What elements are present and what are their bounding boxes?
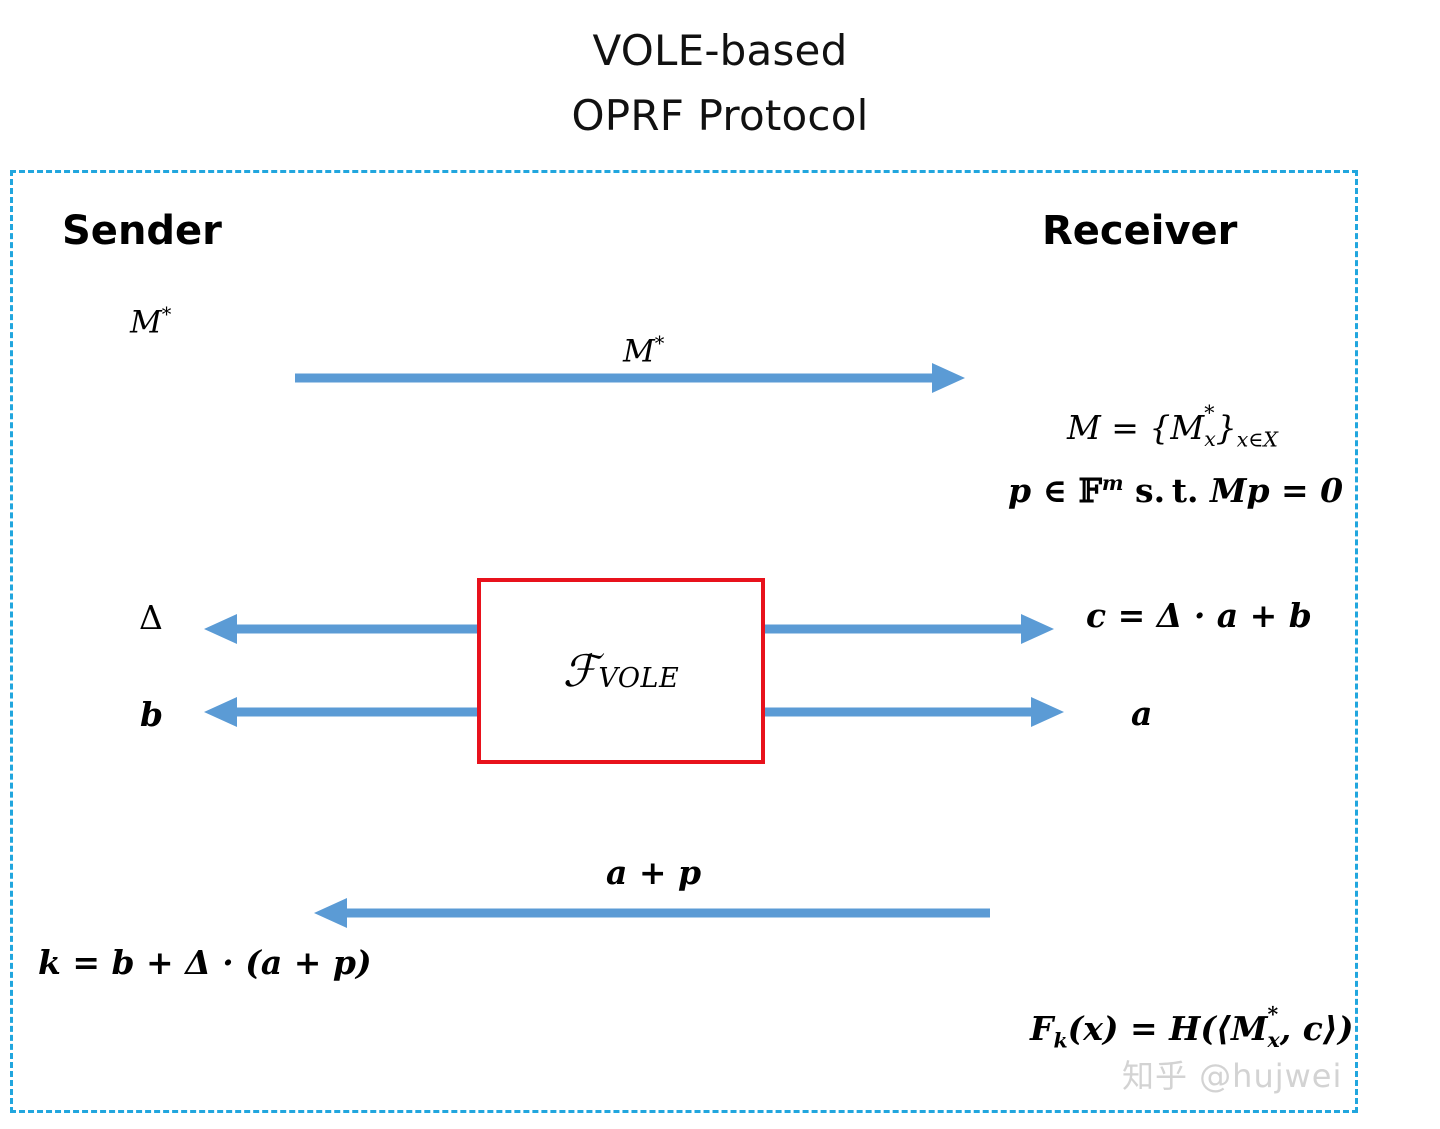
- receiver-heading: Receiver: [1042, 208, 1238, 254]
- receiver-c-equation: c = Δ · a + b: [1086, 596, 1312, 635]
- arrow-c-to-receiver: [764, 614, 1054, 644]
- sender-b-label: b: [140, 695, 164, 734]
- arrow-delta-to-sender: [204, 614, 484, 644]
- arrow-a-to-receiver: [764, 697, 1064, 727]
- arrow-m-star-to-receiver: [295, 363, 965, 393]
- receiver-p-equation: p ∈ 𝔽m s. t. Mp = 0: [1008, 471, 1344, 510]
- arrow-a-plus-p-to-sender: [314, 898, 990, 928]
- title-line-1: VOLE-based: [592, 26, 848, 75]
- receiver-a-label: a: [1131, 694, 1153, 733]
- sender-key-equation: k = b + Δ · (a + p): [38, 943, 372, 982]
- sender-heading: Sender: [62, 208, 222, 254]
- sender-matrix-label: M*: [130, 303, 172, 341]
- message-label-m-star: M*: [623, 332, 665, 370]
- page-title: VOLE-based OPRF Protocol: [0, 18, 1440, 148]
- message-label-a-plus-p: a + p: [606, 853, 702, 892]
- receiver-output-equation: Fk(x) = H(⟨M*x, c⟩): [1030, 1001, 1354, 1053]
- zhihu-watermark: 知乎 @hujwei: [1122, 1057, 1343, 1095]
- script-f-icon: ℱ: [562, 645, 598, 697]
- title-line-2: OPRF Protocol: [571, 91, 869, 141]
- sender-delta-label: Δ: [139, 598, 163, 637]
- receiver-matrix-set-equation: M = {M*x}x∈X: [1067, 400, 1278, 452]
- protocol-frame: [10, 170, 1358, 1113]
- arrow-b-to-sender: [204, 697, 484, 727]
